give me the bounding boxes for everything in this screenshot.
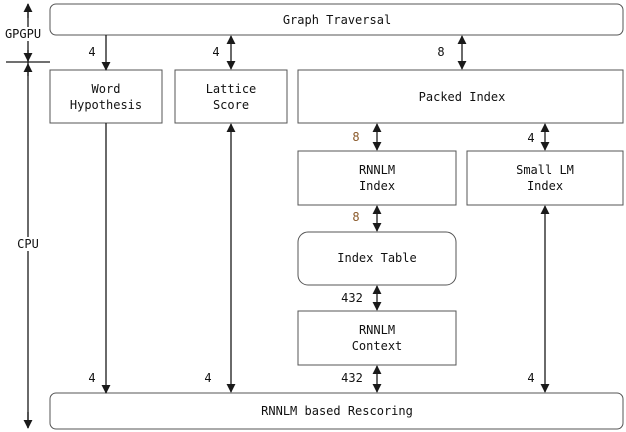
label-gt-to-word: 4 [88, 45, 95, 59]
graph-traversal-label: Graph Traversal [283, 13, 391, 27]
word-hypothesis-label-2: Hypothesis [70, 98, 142, 112]
index-table-label: Index Table [337, 251, 416, 265]
packed-index-label: Packed Index [419, 90, 506, 104]
lattice-score-box [174, 69, 288, 124]
label-context-to-rescoring: 432 [341, 371, 363, 385]
cpu-label-bg [8, 237, 48, 251]
lattice-score-label-1: Lattice [206, 82, 257, 96]
small-lm-index-label-2: Index [527, 179, 563, 193]
rnnlm-rescoring-box [49, 392, 624, 430]
label-lattice-to-rescoring: 4 [204, 371, 211, 385]
cpu-label: CPU [17, 237, 39, 251]
rnnlm-index-label-2: Index [359, 179, 395, 193]
rnnlm-rescoring-label: RNNLM based Rescoring [261, 404, 413, 418]
label-word-to-rescoring: 4 [88, 371, 95, 385]
word-hypothesis-box [49, 69, 163, 124]
rnnlm-index-box [297, 150, 457, 206]
label-packed-to-small-lm: 4 [527, 131, 534, 145]
label-gt-to-lattice: 4 [212, 45, 219, 59]
label-gt-to-packed: 8 [437, 45, 444, 59]
side-scale: GPGPU CPU [1, 3, 50, 429]
rnnlm-context-label-2: Context [352, 339, 403, 353]
label-rnnlm-index-to-table: 8 [352, 210, 359, 224]
graph-traversal-box [49, 3, 624, 36]
index-table-box [297, 231, 457, 286]
packed-index-box [297, 69, 624, 124]
small-lm-index-label-1: Small LM [516, 163, 574, 177]
small-lm-index-box [466, 150, 624, 206]
gpgpu-label-bg [1, 27, 45, 41]
rnnlm-index-label-1: RNNLM [359, 163, 395, 177]
rnnlm-context-label-1: RNNLM [359, 323, 395, 337]
gpgpu-label: GPGPU [5, 27, 41, 41]
label-table-to-context: 432 [341, 291, 363, 305]
word-hypothesis-label-1: Word [92, 82, 121, 96]
rnnlm-context-box [297, 310, 457, 366]
label-small-lm-to-rescoring: 4 [527, 371, 534, 385]
lattice-score-label-2: Score [213, 98, 249, 112]
label-packed-to-rnnlm-index: 8 [352, 130, 359, 144]
